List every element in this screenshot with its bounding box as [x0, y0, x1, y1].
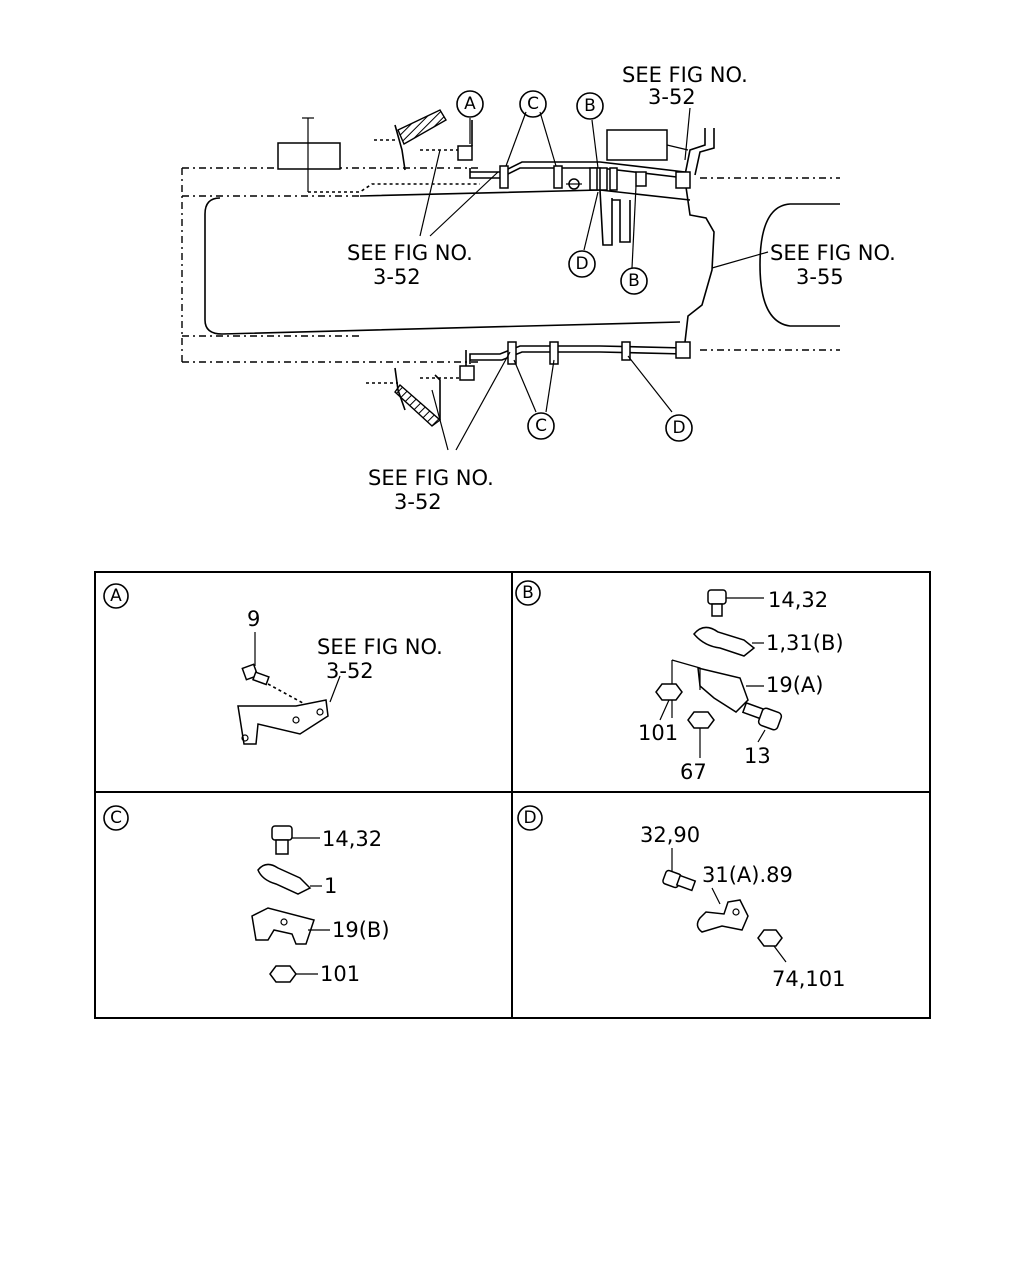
svg-text:SEE FIG NO.: SEE FIG NO. [368, 466, 494, 490]
svg-text:101: 101 [638, 721, 678, 745]
detail-c: C 14,32 1 19(B) 101 [103, 805, 390, 986]
bolt-32-90 [662, 869, 697, 892]
clip-31a-89 [696, 899, 749, 933]
svg-text:19(B): 19(B) [332, 918, 390, 942]
svg-text:101: 101 [320, 962, 360, 986]
svg-text:C: C [527, 94, 539, 114]
frame-rails [181, 167, 840, 363]
svg-text:A: A [110, 586, 122, 606]
see-fig-bottom: SEE FIG NO. 3-52 [368, 466, 494, 514]
svg-text:C: C [110, 808, 122, 828]
svg-text:3-52: 3-52 [394, 490, 442, 514]
svg-text:3-52: 3-52 [326, 659, 374, 683]
see-fig-right: SEE FIG NO. 3-55 [770, 241, 896, 289]
svg-text:67: 67 [680, 760, 707, 784]
callout-d-top: D [568, 250, 596, 278]
bolt-9 [241, 663, 270, 686]
callout-a-top: A [456, 90, 484, 118]
svg-text:SEE FIG NO.: SEE FIG NO. [622, 63, 748, 87]
callout-d-bottom: D [665, 414, 693, 442]
clip-1-31b [693, 626, 756, 657]
bolt-14-32-c [271, 825, 293, 855]
detail-grid [94, 571, 931, 1019]
svg-text:74,101: 74,101 [772, 967, 845, 991]
svg-text:9: 9 [247, 607, 260, 631]
svg-text:3-55: 3-55 [796, 265, 844, 289]
callout-b-lower: B [620, 267, 648, 295]
nut-101-b [655, 683, 683, 701]
svg-text:D: D [523, 808, 536, 828]
svg-text:B: B [628, 271, 640, 291]
svg-text:SEE FIG NO.: SEE FIG NO. [770, 241, 896, 265]
bracket-19b [251, 907, 315, 945]
clip-1-c [257, 863, 312, 895]
bracket-19a [671, 659, 749, 718]
proportioning-valve [606, 129, 668, 161]
svg-text:A: A [464, 94, 476, 114]
svg-text:C: C [535, 416, 547, 436]
nut-101-c [269, 965, 297, 983]
svg-text:D: D [575, 254, 588, 274]
callout-c-bottom: C [527, 412, 555, 440]
svg-text:D: D [672, 418, 685, 438]
see-fig-left-upper: SEE FIG NO. 3-52 [347, 241, 473, 289]
detail-b: B 14,32 1,31(B) 19(A) 101 67 [515, 580, 844, 784]
svg-text:14,32: 14,32 [768, 588, 828, 612]
svg-text:B: B [584, 96, 596, 116]
svg-text:SEE FIG NO.: SEE FIG NO. [317, 635, 443, 659]
lower-brake-line [366, 341, 691, 427]
svg-text:31(A).89: 31(A).89 [702, 863, 793, 887]
bolt-14-32-b [707, 589, 727, 617]
svg-text:1,31(B): 1,31(B) [766, 631, 844, 655]
upper-left-assembly [277, 109, 480, 193]
callout-c-top: C [519, 90, 547, 118]
nut-67 [687, 711, 715, 729]
svg-text:3-52: 3-52 [648, 85, 696, 109]
svg-text:14,32: 14,32 [322, 827, 382, 851]
svg-text:SEE FIG NO.: SEE FIG NO. [347, 241, 473, 265]
bolt-13 [741, 701, 783, 731]
svg-text:32,90: 32,90 [640, 823, 700, 847]
svg-text:19(A): 19(A) [766, 673, 823, 697]
svg-text:13: 13 [744, 744, 771, 768]
lower-junction-block [675, 341, 691, 359]
nut-74-101 [757, 929, 783, 947]
svg-text:1: 1 [324, 874, 337, 898]
leader-lines [419, 107, 769, 451]
chassis-overview: A C B D B C D SEE FIG NO. 3-52 [181, 63, 896, 514]
bracket-a [237, 699, 329, 745]
upper-brake-line [469, 128, 715, 343]
detail-d: D 32,90 31(A).89 74,101 [517, 805, 845, 991]
svg-text:3-52: 3-52 [373, 265, 421, 289]
upper-clips [499, 165, 647, 191]
detail-a: A 9 SEE FIG NO. 3-52 [103, 583, 443, 745]
callout-b-top: B [576, 92, 604, 120]
upper-junction-block [675, 171, 691, 189]
see-fig-top-right: SEE FIG NO. 3-52 [622, 63, 748, 109]
svg-text:B: B [522, 583, 534, 603]
